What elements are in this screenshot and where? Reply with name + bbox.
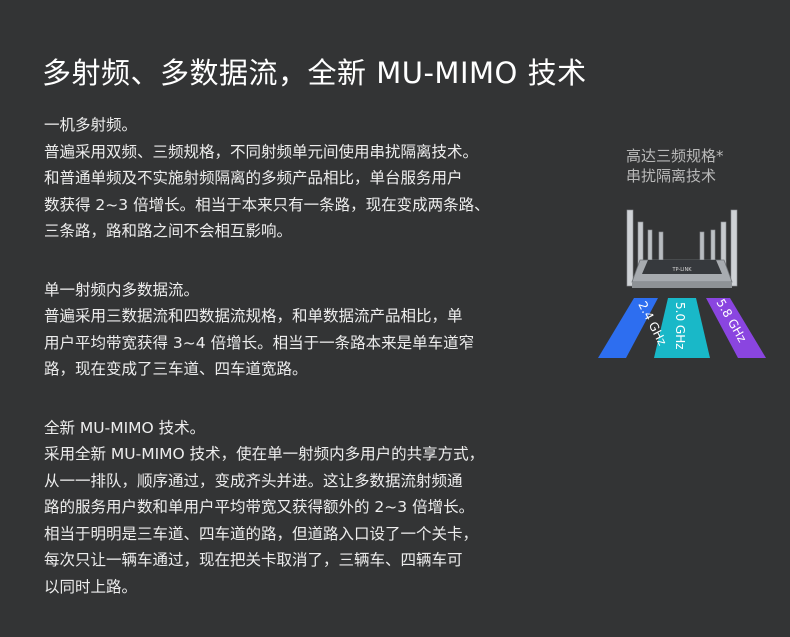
text-line: 三条路，路和路之间不会相互影响。	[44, 222, 293, 240]
caption-line: 高达三频规格*	[626, 147, 724, 165]
router-brand: TP-LINK	[671, 267, 692, 273]
band-5-8ghz-beam	[706, 298, 766, 358]
band-5-0ghz-label: 5.0 GHz	[673, 302, 687, 350]
page-title: 多射频、多数据流，全新 MU-MIMO 技术	[42, 56, 587, 90]
antenna-icon	[626, 209, 634, 287]
text-line: 数获得 2~3 倍增长。相当于本来只有一条路，现在变成两条路、	[44, 195, 490, 214]
text-line: 全新 MU-MIMO 技术。	[44, 418, 206, 437]
signal-bands: 2.4 GHz 5.0 GHz 5.8 GHz	[598, 297, 766, 358]
router-illustration: TP-LINK 2.4 GHz 5.0 GHz 5.8 GHz	[598, 209, 766, 358]
caption-line: 串扰隔离技术	[626, 167, 717, 185]
text-line: 普遍采用三数据流和四数据流规格，和单数据流产品相比，单	[44, 307, 463, 325]
band-2-4ghz-beam	[598, 298, 658, 358]
text-line: 用户平均带宽获得 3~4 倍增长。相当于一条路本来是单车道窄	[44, 333, 475, 352]
text-line: 每次只让一辆车通过，现在把关卡取消了，三辆车、四辆车可	[44, 551, 463, 569]
text-line: 普遍采用双频、三频规格，不同射频单元间使用串扰隔离技术。	[44, 142, 479, 161]
band-5-0ghz-beam	[654, 298, 710, 358]
paragraph-mu-mimo: 全新 MU-MIMO 技术。 采用全新 MU-MIMO 技术，使在单一射频内多用…	[44, 415, 544, 601]
text-line: 相当于明明是三车道、四车道的路，但道路入口设了一个关卡，	[44, 524, 479, 543]
text-line: 采用全新 MU-MIMO 技术，使在单一射频内多用户的共享方式，	[44, 445, 485, 463]
feature-caption: 高达三频规格* 串扰隔离技术	[626, 146, 724, 186]
text-line: 从一一排队，顺序通过，变成齐头并进。这让多数据流射频通	[44, 471, 463, 490]
text-line: 单一射频内多数据流。	[44, 280, 200, 299]
paragraph-multi-stream: 单一射频内多数据流。 普遍采用三数据流和四数据流规格，和单数据流产品相比，单 用…	[44, 277, 544, 383]
antenna-icon	[730, 209, 738, 287]
text-line: 以同时上路。	[44, 577, 138, 596]
antenna-group	[626, 209, 738, 287]
text-line: 路的服务用户数和单用户平均带宽又获得额外的 2~3 倍增长。	[44, 498, 475, 516]
paragraph-multi-radio: 一机多射频。 普遍采用双频、三频规格，不同射频单元间使用串扰隔离技术。 和普通单…	[44, 112, 544, 245]
text-line: 路，现在变成了三车道、四车道宽路。	[44, 360, 308, 378]
text-line: 一机多射频。	[44, 116, 138, 134]
body-text: 一机多射频。 普遍采用双频、三频规格，不同射频单元间使用串扰隔离技术。 和普通单…	[44, 112, 544, 600]
router-top	[642, 260, 722, 274]
text-line: 和普通单频及不实施射频隔离的多频产品相比，单台服务用户	[44, 169, 463, 187]
router-base	[632, 282, 732, 288]
